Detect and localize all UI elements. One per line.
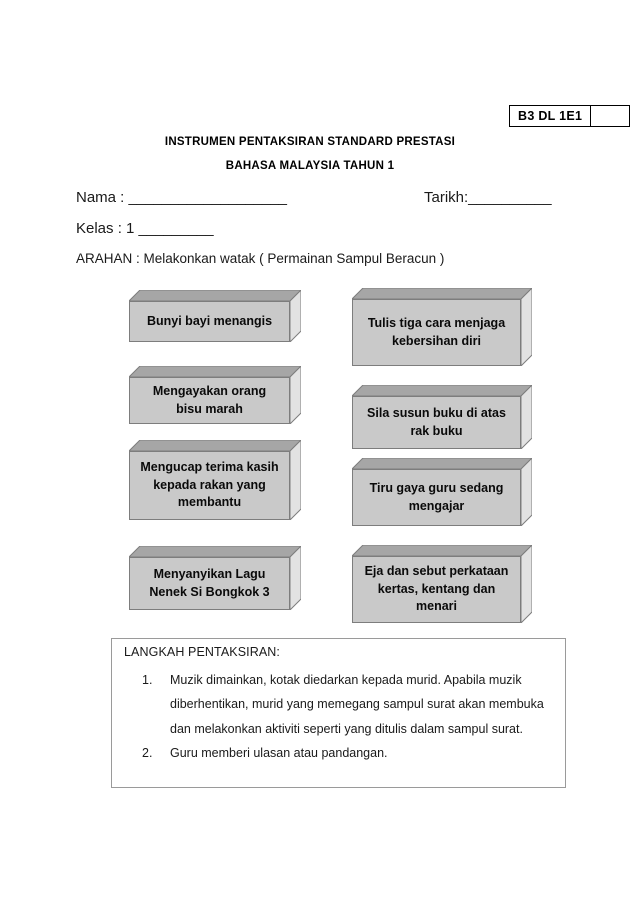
- activity-card-right-4: Eja dan sebut perkataan kertas, kentang …: [352, 545, 532, 623]
- activity-card-text: Sila susun buku di atas rak buku: [352, 396, 521, 449]
- field-kelas: Kelas : 1 _________: [76, 220, 214, 237]
- activity-card-left-4: Menyanyikan Lagu Nenek Si Bongkok 3: [129, 546, 301, 610]
- document-title-line-2: BAHASA MALAYSIA TAHUN 1: [225, 160, 395, 172]
- activity-card-left-3: Mengucap terima kasih kepada rakan yang …: [129, 440, 301, 520]
- step-number: 1.: [142, 673, 153, 687]
- field-nama: Nama : ___________________: [76, 189, 288, 206]
- step-number: 2.: [142, 746, 153, 761]
- step-text: Guru memberi ulasan atau pandangan.: [170, 746, 388, 761]
- activity-card-left-2: Mengayakan orang bisu marah: [129, 366, 301, 424]
- field-arahan: ARAHAN : Melakonkan watak ( Permainan Sa…: [76, 251, 445, 266]
- list-item: 1. Muzik dimainkan, kotak diedarkan kepa…: [142, 668, 559, 741]
- activity-card-text: Mengayakan orang bisu marah: [129, 377, 290, 424]
- cuboid-3d-shading: [129, 440, 301, 520]
- activity-card-text: Eja dan sebut perkataan kertas, kentang …: [352, 556, 521, 623]
- cuboid-3d-shading: [352, 288, 532, 366]
- activity-card-text: Bunyi bayi menangis: [129, 301, 290, 342]
- field-tarikh: Tarikh:__________: [424, 189, 552, 206]
- assessment-code-empty-cell: [591, 106, 629, 126]
- cuboid-3d-shading: [352, 385, 532, 449]
- document-title-line-1: INSTRUMEN PENTAKSIRAN STANDARD PRESTASI: [164, 136, 456, 148]
- steps-heading: LANGKAH PENTAKSIRAN:: [124, 645, 280, 659]
- activity-card-right-1: Tulis tiga cara menjaga kebersihan diri: [352, 288, 532, 366]
- step-text: Muzik dimainkan, kotak diedarkan kepada …: [170, 673, 544, 736]
- cuboid-3d-shading: [129, 366, 301, 424]
- activity-card-text: Mengucap terima kasih kepada rakan yang …: [129, 451, 290, 520]
- activity-card-right-3: Tiru gaya guru sedang mengajar: [352, 458, 532, 526]
- activity-card-text: Tulis tiga cara menjaga kebersihan diri: [352, 299, 521, 366]
- activity-card-text: Tiru gaya guru sedang mengajar: [352, 469, 521, 526]
- activity-card-text: Menyanyikan Lagu Nenek Si Bongkok 3: [129, 557, 290, 610]
- assessment-code-label: B3 DL 1E1: [510, 106, 592, 126]
- assessment-steps-panel: LANGKAH PENTAKSIRAN: 1. Muzik dimainkan,…: [111, 638, 566, 788]
- list-item: 2. Guru memberi ulasan atau pandangan.: [142, 741, 559, 765]
- assessment-code-box: B3 DL 1E1: [509, 105, 631, 127]
- steps-list: 1. Muzik dimainkan, kotak diedarkan kepa…: [142, 668, 559, 766]
- activity-card-right-2: Sila susun buku di atas rak buku: [352, 385, 532, 449]
- activity-card-left-1: Bunyi bayi menangis: [129, 290, 301, 342]
